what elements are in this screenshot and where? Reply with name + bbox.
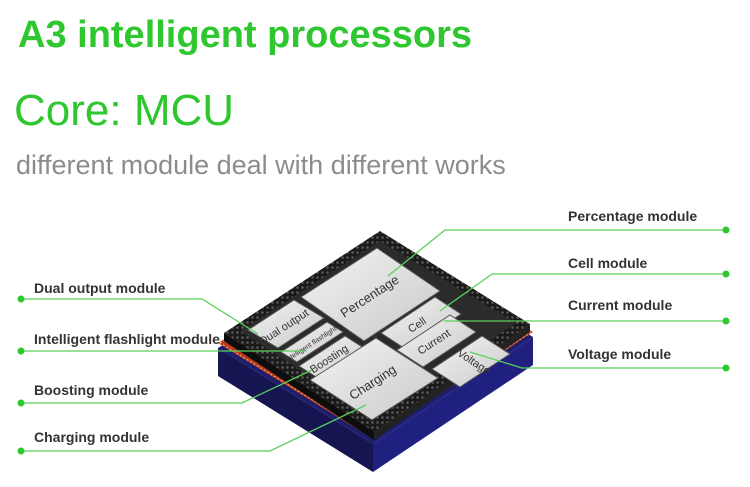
dot-current (722, 317, 730, 325)
voltage-block (431, 335, 511, 388)
label-percentage: Percentage module (568, 208, 698, 224)
current-block (396, 314, 477, 368)
dot-percentage (722, 226, 730, 234)
label-dual-output: Dual output module (34, 280, 166, 296)
dot-flashlight (17, 347, 25, 355)
dot-cell (722, 270, 730, 278)
leader-dual-output (21, 298, 259, 335)
label-voltage: Voltage module (568, 346, 672, 362)
label-boosting: Boosting module (34, 382, 149, 398)
leader-cell (439, 273, 726, 312)
dot-boosting (17, 399, 25, 407)
dot-dual-output (17, 295, 25, 303)
flashlight-block (280, 321, 344, 363)
dot-voltage (722, 364, 730, 372)
label-current: Current module (568, 297, 673, 313)
tagline: different module deal with different wor… (16, 150, 506, 180)
dot-charging (17, 447, 25, 455)
core-heading: Core: MCU (14, 86, 235, 135)
chip-modules (247, 247, 511, 421)
label-charging: Charging module (34, 429, 150, 445)
label-flashlight: Intelligent flashlight module (34, 331, 220, 347)
label-cell: Cell module (568, 255, 648, 271)
leader-charging (21, 404, 367, 452)
dual-output-block (247, 299, 325, 349)
leader-voltage (469, 351, 726, 369)
leader-percentage (387, 229, 726, 277)
percentage-block (300, 247, 441, 342)
leader-boosting (21, 369, 313, 404)
page-title: A3 intelligent processors (18, 14, 473, 56)
charging-block (309, 337, 439, 421)
